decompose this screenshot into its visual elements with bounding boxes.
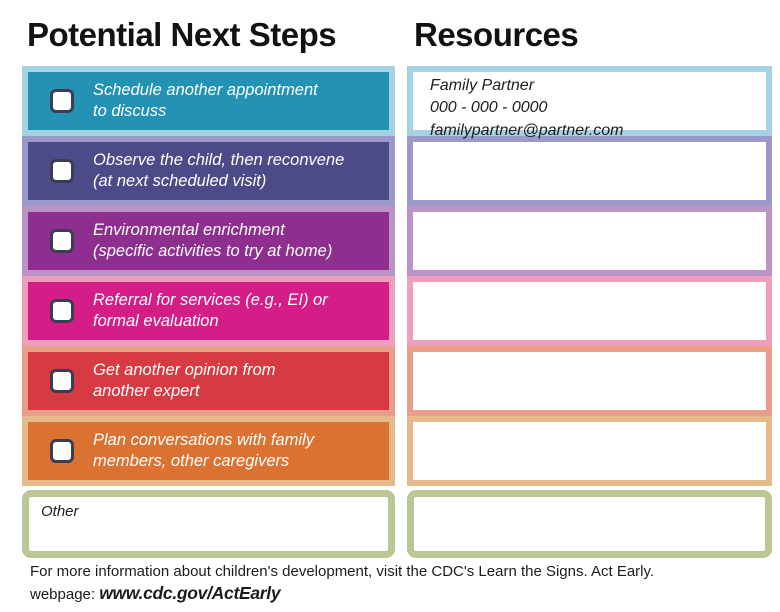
step-row-plan-conversations: Plan conversations with family members, …: [22, 416, 395, 486]
other-label: Other: [41, 503, 79, 520]
step-label: Schedule another appointment to discuss: [93, 80, 318, 120]
step-label: Referral for services (e.g., EI) or form…: [93, 290, 328, 330]
page-title-resources: Resources: [414, 16, 579, 53]
next-steps-column: Schedule another appointment to discuss …: [22, 66, 395, 558]
resource-input-box-3[interactable]: [407, 206, 772, 276]
contact-phone: 000 - 000 - 0000: [430, 99, 548, 117]
checkbox-referral-services[interactable]: [50, 299, 74, 323]
step-row-another-opinion: Get another opinion from another expert: [22, 346, 395, 416]
footer-info-text: For more information about children's de…: [30, 563, 655, 580]
footer-url[interactable]: www.cdc.gov/ActEarly: [99, 583, 281, 604]
resources-column: Family Partner 000 - 000 - 0000 familypa…: [407, 66, 772, 558]
resource-input-box-4[interactable]: [407, 276, 772, 346]
resource-input-box-2[interactable]: [407, 136, 772, 206]
step-label: Environmental enrichment (specific activ…: [93, 220, 333, 260]
footer: For more information about children's de…: [30, 562, 654, 606]
step-label: Observe the child, then reconvene (at ne…: [93, 150, 345, 190]
step-label: Get another opinion from another expert: [93, 360, 276, 400]
contact-email: familypartner@partner.com: [430, 121, 624, 139]
page-title-next-steps: Potential Next Steps: [27, 16, 337, 53]
resource-box-family-partner[interactable]: Family Partner 000 - 000 - 0000 familypa…: [407, 66, 772, 139]
resource-input-box-5[interactable]: [407, 346, 772, 416]
footer-webpage-line: webpage: www.cdc.gov/ActEarly: [30, 582, 654, 606]
step-row-environmental-enrichment: Environmental enrichment (specific activ…: [22, 206, 395, 276]
footer-webpage-label: webpage:: [30, 586, 100, 604]
other-input-box[interactable]: Other: [22, 490, 395, 558]
checkbox-plan-conversations[interactable]: [50, 439, 74, 463]
contact-name: Family Partner: [430, 77, 535, 94]
resource-input-box-6[interactable]: [407, 416, 772, 486]
checkbox-environmental-enrichment[interactable]: [50, 229, 74, 253]
step-row-observe-child: Observe the child, then reconvene (at ne…: [22, 136, 395, 206]
resource-input-box-other[interactable]: [407, 490, 772, 558]
step-row-schedule-appointment: Schedule another appointment to discuss: [22, 66, 395, 136]
checkbox-another-opinion[interactable]: [50, 369, 74, 393]
step-row-referral-services: Referral for services (e.g., EI) or form…: [22, 276, 395, 346]
step-label: Plan conversations with family members, …: [93, 430, 315, 470]
checkbox-schedule-appointment[interactable]: [50, 89, 74, 113]
checkbox-observe-child[interactable]: [50, 159, 74, 183]
